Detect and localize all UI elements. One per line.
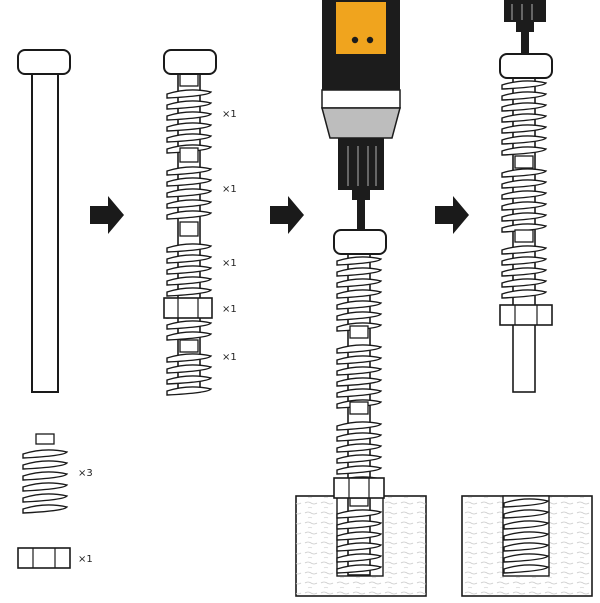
power-drill-icon	[504, 0, 546, 54]
quantity-label: ×3	[78, 468, 93, 479]
bolt-with-springs	[333, 229, 387, 576]
bolt-with-springs	[499, 53, 553, 393]
hex-nut-icon	[499, 304, 553, 326]
arrow-right-icon	[435, 196, 469, 234]
bolt-with-springs	[163, 49, 217, 396]
quantity-label: ×1	[222, 184, 237, 195]
quantity-label: ×1	[222, 109, 237, 120]
coil-spring-icon	[22, 433, 69, 514]
bolt-icon	[17, 49, 71, 393]
power-drill-icon	[321, 0, 401, 230]
installed-springs	[503, 498, 550, 574]
quantity-label: ×1	[222, 304, 237, 315]
hex-nut-icon	[17, 547, 71, 569]
arrow-right-icon	[270, 196, 304, 234]
hex-nut-icon	[333, 477, 385, 499]
arrow-right-icon	[90, 196, 124, 234]
quantity-label: ×1	[78, 554, 93, 565]
quantity-label: ×1	[222, 258, 237, 269]
quantity-label: ×1	[222, 352, 237, 363]
hex-nut-icon	[163, 297, 213, 319]
